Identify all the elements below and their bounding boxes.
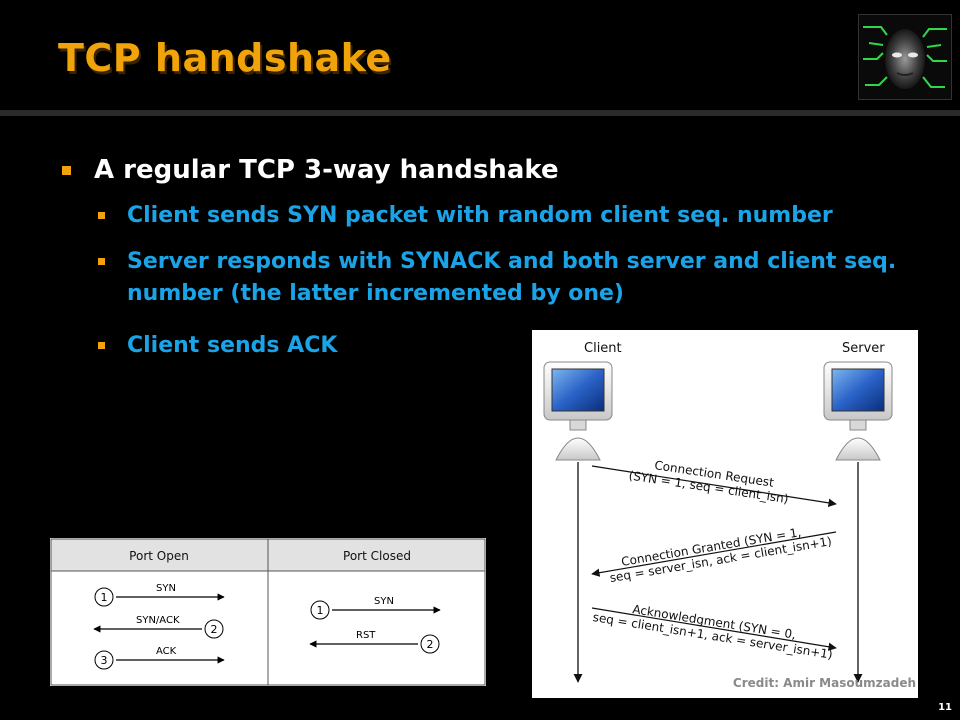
port-scan-table: Port Open Port Closed 1 SYN 2 SYN/ACK 3 … [50,538,486,686]
step-number: 3 [101,654,108,667]
step-number: 2 [211,623,218,636]
main-bullet: A regular TCP 3-way handshake [62,154,559,186]
sub-bullet-text: Server responds with SYNACK and both ser… [127,249,897,306]
open-step: 2 SYN/ACK [93,615,224,639]
sub-bullet: Client sends ACK [98,330,907,362]
step-number: 1 [317,604,324,617]
logo-image [858,14,952,100]
sub-bullet: Server responds with SYNACK and both ser… [98,246,907,310]
server-label: Server [842,341,885,356]
header-divider [0,110,960,116]
step-number: 2 [427,638,434,651]
slide-title: TCP handshake [58,36,392,80]
image-credit: Credit: Amir Masoumzadeh [732,676,916,690]
column-header: Port Closed [343,549,411,563]
step-number: 1 [101,591,108,604]
sequence-diagram: Client Server Connection Request (SYN = … [532,330,918,698]
square-bullet-icon [62,166,71,175]
column-header: Port Open [129,549,189,563]
step-label: ACK [156,646,177,657]
step-label: SYN/ACK [136,615,180,626]
message-arrow [591,607,837,651]
step-label: SYN [374,596,394,607]
square-bullet-icon [98,342,105,349]
sub-bullet-text: Client sends SYN packet with random clie… [127,203,833,228]
open-step: 3 ACK [94,646,225,670]
message-arrow [591,465,837,507]
sub-bullet-text: Client sends ACK [127,333,338,358]
closed-step: 2 RST [309,630,440,654]
client-computer-icon [543,361,613,461]
step-label: SYN [156,583,176,594]
step-label: RST [356,630,376,641]
slide-header: TCP handshake [0,0,960,116]
open-step: 1 SYN [94,583,225,607]
client-label: Client [584,341,622,356]
sub-bullet: Client sends SYN packet with random clie… [98,200,907,232]
square-bullet-icon [98,212,105,219]
server-computer-icon [823,361,893,461]
closed-step: 1 SYN [310,596,441,620]
page-number: 11 [938,702,952,713]
message-arrow [591,531,837,577]
square-bullet-icon [98,258,105,265]
main-bullet-text: A regular TCP 3-way handshake [94,155,559,185]
